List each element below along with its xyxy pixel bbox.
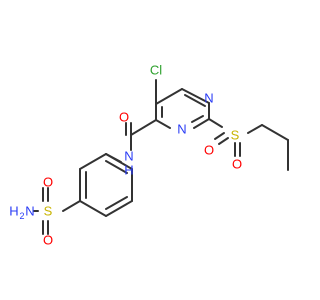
bond-c2-s bbox=[208, 118, 223, 128]
amino-subscript-label: 2 bbox=[19, 211, 24, 221]
bond-ar6-ar1-inner bbox=[105, 160, 128, 174]
bond-ar4-ar5 bbox=[105, 200, 133, 217]
bond-c2-n3 bbox=[193, 118, 210, 129]
bond-ar3-ar4 bbox=[79, 200, 107, 217]
bond-n3-c4 bbox=[155, 119, 171, 129]
bond-ar4-ar5-inner bbox=[105, 196, 128, 210]
bond-c4-carbonyl bbox=[130, 119, 157, 136]
chlorine-label: Cl bbox=[150, 63, 162, 78]
ring-nitrogen-bottom-label: N bbox=[177, 122, 186, 137]
amide-nitrogen-label: N bbox=[124, 149, 133, 164]
bond-s-o-left-a bbox=[218, 137, 229, 145]
bonds bbox=[33, 79, 289, 235]
bond-s-ch2 bbox=[247, 124, 263, 134]
atom-labels: Cl N N O N H S O O S O O H 2 N bbox=[9, 63, 242, 248]
bond-c5-c6 bbox=[155, 88, 183, 105]
sulfonamide-oxygen-top-label: O bbox=[43, 175, 53, 190]
sulfonamide-sulfur-label: S bbox=[44, 204, 53, 219]
bond-c6-n1-inner bbox=[184, 94, 206, 107]
bond-ch2-ch2 bbox=[261, 124, 289, 141]
bond-ar1-ar2 bbox=[79, 153, 107, 170]
amino-nitrogen-label: N bbox=[25, 204, 34, 219]
amino-group-label: H 2 N bbox=[9, 204, 34, 222]
sulfonamide-oxygen-bottom-label: O bbox=[43, 233, 53, 248]
bond-ar6-ar1 bbox=[105, 153, 133, 170]
amide-hydrogen-label: H bbox=[124, 163, 133, 178]
sulfonyl-oxygen-left-label: O bbox=[204, 143, 214, 158]
sulfonyl-oxygen-bottom-label: O bbox=[232, 157, 242, 172]
bond-c2-n3-inner bbox=[191, 115, 204, 123]
bond-s-o-left-b bbox=[214, 132, 225, 140]
carbonyl-oxygen-label: O bbox=[119, 110, 129, 125]
amino-hydrogen-label: H bbox=[9, 204, 18, 219]
bond-c6-n1 bbox=[181, 88, 210, 104]
ring-nitrogen-top-label: N bbox=[204, 91, 213, 106]
sulfonyl-sulfur-label: S bbox=[231, 128, 240, 143]
bond-ar-s-sulfonamide bbox=[62, 200, 81, 212]
molecule-structure: Cl N N O N H S O O S O O H 2 N bbox=[9, 63, 289, 248]
